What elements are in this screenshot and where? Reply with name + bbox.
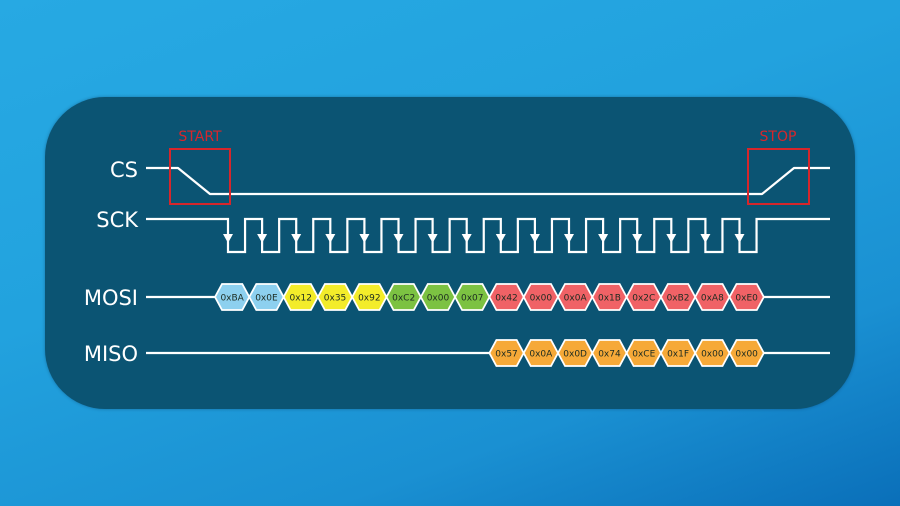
byte-cell: 0x00 [728,339,765,367]
start-marker-label: START [178,129,222,145]
byte-value: 0x92 [358,293,381,303]
byte-value: 0x00 [735,349,758,359]
byte-value: 0x00 [530,293,553,303]
miso-label: MISO [84,342,138,366]
byte-cell: 0xE0 [728,283,765,311]
byte-value: 0x74 [598,349,621,359]
byte-cell: 0x00 [694,339,731,367]
byte-cell: 0x00 [419,283,457,311]
falling-edge-arrow-icon [734,234,745,243]
byte-cell: 0x2C [625,283,662,311]
stop-marker-box [747,148,810,205]
byte-cell: 0x74 [591,339,628,367]
byte-value: 0xA8 [701,293,724,303]
falling-edge-arrow-icon [461,234,472,243]
byte-value: 0xB2 [667,293,690,303]
byte-value: 0x00 [427,293,450,303]
byte-value: 0x00 [701,349,724,359]
byte-cell: 0xC2 [385,283,422,311]
falling-edge-arrow-icon [223,234,233,243]
falling-edge-arrow-icon [291,234,302,243]
byte-cell: 0x0A [556,283,594,311]
byte-value: 0x07 [461,293,484,303]
falling-edge-arrow-icon [666,234,677,243]
byte-cell: 0x92 [351,283,388,311]
sck-waveform [146,217,830,254]
byte-value: 0x0A [529,349,553,359]
byte-cell: 0x00 [522,283,560,311]
byte-value: 0xE0 [735,293,758,303]
cs-waveform [146,166,830,196]
byte-value: 0x12 [289,293,312,303]
falling-edge-arrow-icon [359,234,370,243]
byte-cell: 0x12 [282,283,319,311]
byte-value: 0xBA [220,293,244,303]
falling-edge-arrow-icon [529,234,540,243]
byte-cell: 0x0E [248,283,285,311]
byte-cell: 0x1B [591,283,628,311]
byte-value: 0x1B [598,293,621,303]
byte-value: 0x35 [324,293,347,303]
falling-edge-arrow-icon [564,234,574,243]
falling-edge-arrow-icon [427,234,438,243]
falling-edge-arrow-icon [257,234,268,243]
byte-value: 0x0E [255,293,278,303]
byte-cell: 0x35 [316,283,354,311]
falling-edge-arrow-icon [700,234,711,243]
byte-cell: 0xCE [625,339,662,367]
byte-value: 0xCE [632,349,655,359]
byte-cell: 0x1F [659,339,697,367]
byte-cell: 0x42 [488,283,525,311]
byte-cell: 0x0A [522,339,560,367]
byte-value: 0x42 [495,293,518,303]
falling-edge-arrow-icon [495,234,506,243]
falling-edge-arrow-icon [325,234,336,243]
byte-cell: 0xB2 [659,283,697,311]
mosi-label: MOSI [84,286,138,310]
byte-cell: 0xBA [213,283,251,311]
byte-cell: 0x57 [488,339,525,367]
start-marker-box [169,148,231,205]
byte-cell: 0xA8 [694,283,731,311]
cs-label: CS [110,158,138,182]
sck-label: SCK [96,208,139,232]
byte-value: 0xC2 [392,293,415,303]
byte-value: 0x0D [563,349,587,359]
stop-marker-label: STOP [760,129,797,145]
byte-value: 0x0A [564,293,588,303]
byte-value: 0x1F [667,349,689,359]
mosi-bytes: 0xBA 0x0E 0x12 0x35 0x92 0xC2 0x00 0x07 0x42 0x00… [213,283,765,311]
falling-edge-arrow-icon [393,234,404,243]
byte-cell: 0x0D [556,339,594,367]
falling-edge-arrow-icon [632,234,643,243]
byte-value: 0x57 [495,349,518,359]
miso-bytes: 0x57 0x0A 0x0D 0x74 0xCE 0x1F 0x00 0x00 [488,339,765,367]
byte-cell: 0x07 [454,283,491,311]
byte-value: 0x2C [632,293,655,303]
falling-edge-arrow-icon [598,234,609,243]
